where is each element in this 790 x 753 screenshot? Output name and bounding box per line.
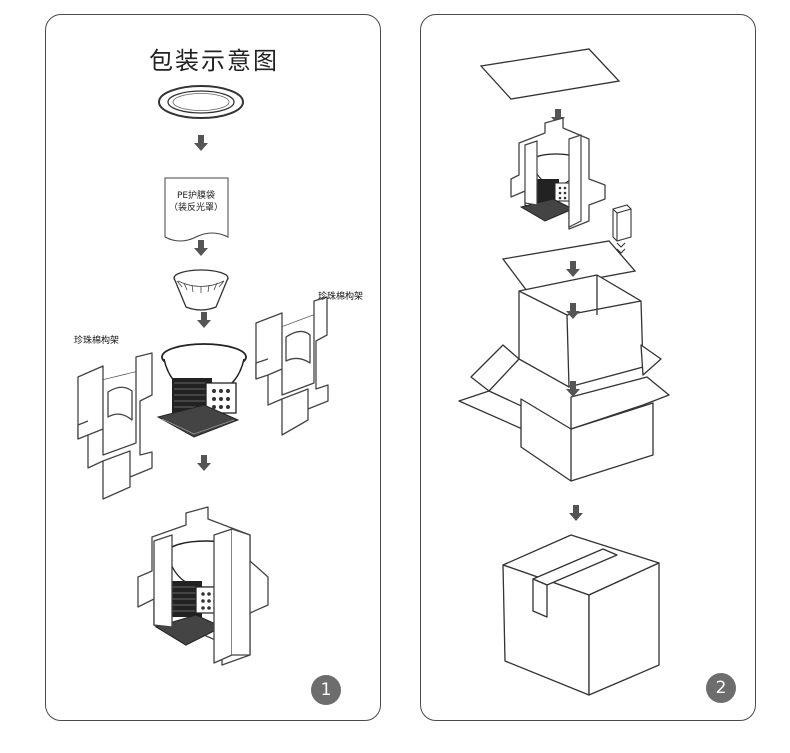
down-arrow-icon	[194, 240, 208, 256]
assembled-package-icon	[137, 506, 269, 666]
panel-step-2: 2	[420, 14, 756, 721]
inner-box-icon	[518, 274, 644, 388]
packing-illustration-2	[458, 48, 670, 696]
reflector-icon	[173, 269, 229, 311]
small-box-icon	[612, 204, 632, 254]
foam-label-right: 珍珠棉构架	[318, 292, 364, 302]
step-number-badge: 2	[706, 673, 736, 703]
down-arrow-icon	[197, 312, 211, 328]
ring-icon	[158, 85, 244, 119]
packing-illustration-1	[77, 85, 329, 666]
lamp-icon	[156, 343, 247, 438]
foam-frame-icon-left	[77, 352, 153, 500]
pe-bag-label-line2: （装反光罩）	[168, 203, 223, 213]
packaged-lamp-icon	[510, 117, 606, 230]
sheet-icon-top	[479, 48, 621, 100]
page-title: 包装示意图	[149, 47, 279, 75]
down-arrow-icon	[194, 135, 208, 151]
sheet-icon-middle	[501, 240, 637, 292]
down-arrow-icon	[569, 505, 583, 521]
closed-box-icon	[502, 534, 660, 696]
down-arrow-icon	[197, 455, 211, 471]
step-number-badge: 1	[311, 675, 341, 705]
foam-label-left: 珍珠棉构架	[74, 336, 120, 346]
foam-frame-icon-right	[255, 296, 329, 436]
open-outer-box-icon	[458, 344, 670, 482]
pe-bag-label-line1: PE护膜袋	[176, 191, 216, 201]
panel-step-1: 包装示意图	[45, 14, 381, 721]
pe-bag-icon	[164, 177, 229, 242]
